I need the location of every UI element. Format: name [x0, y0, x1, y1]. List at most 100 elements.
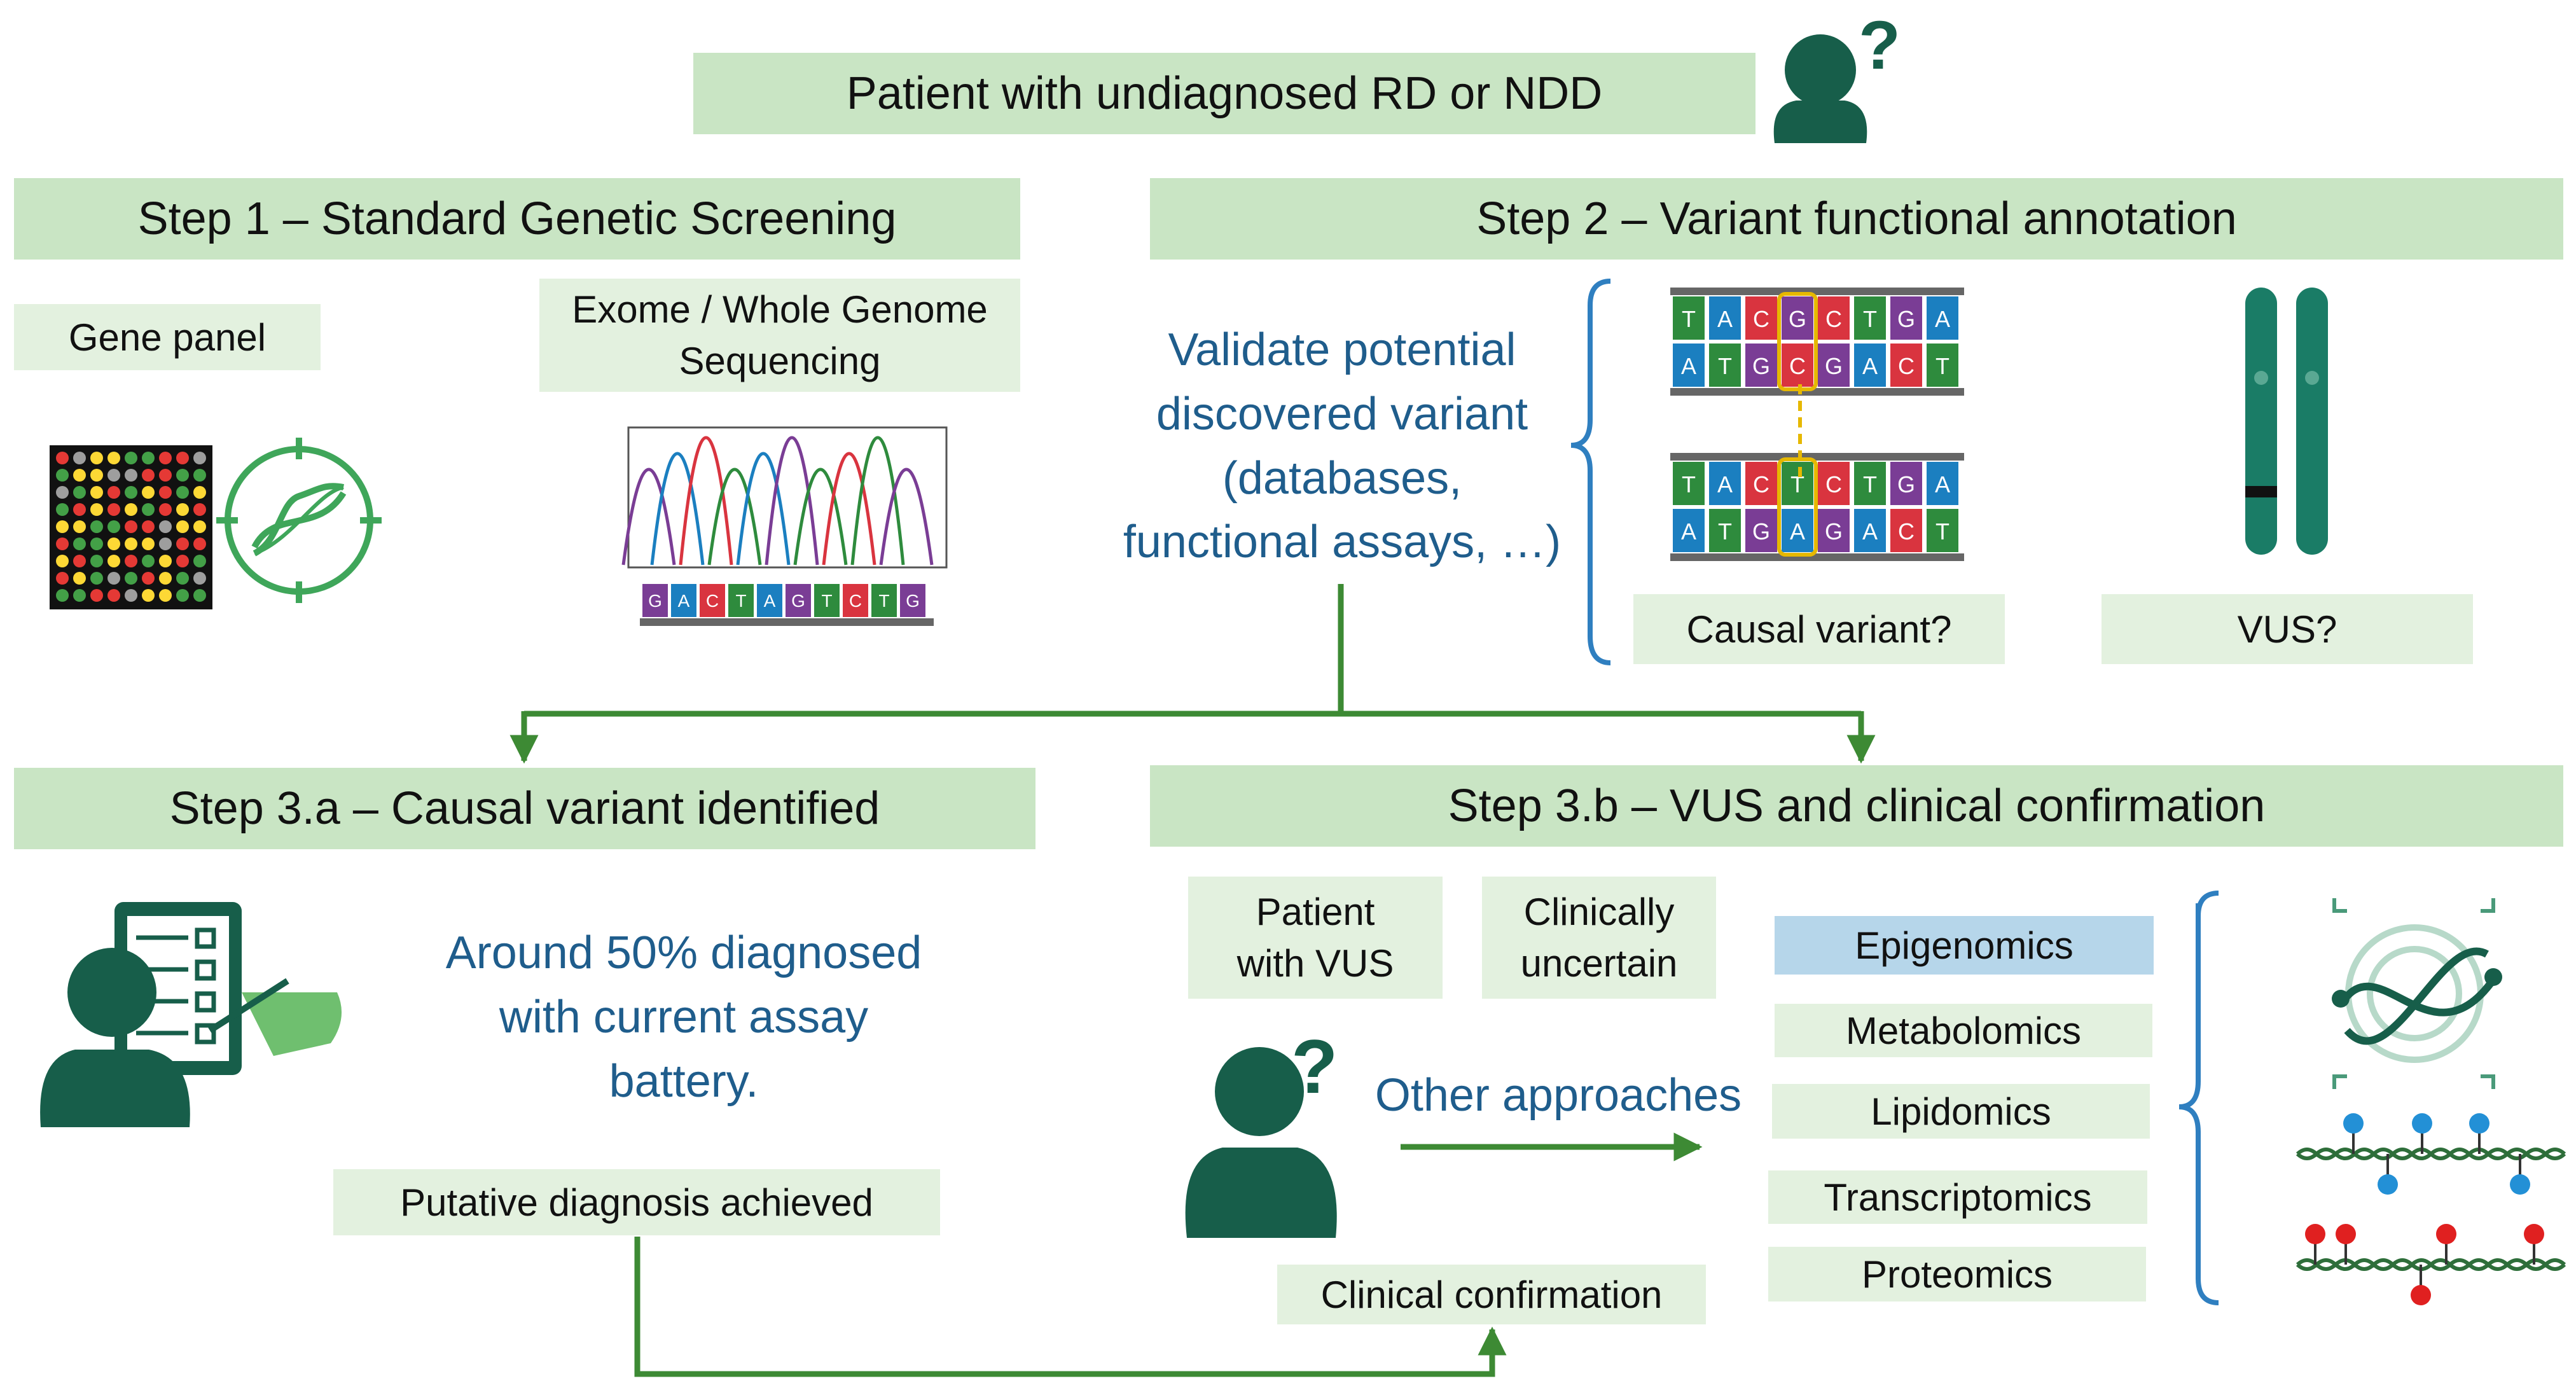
microarray-spot	[193, 520, 206, 533]
variant-highlight	[1777, 457, 1818, 557]
validate-line: discovered variant	[1156, 388, 1528, 440]
split-connector	[509, 584, 1876, 764]
sequence-base-letter: C	[706, 591, 719, 611]
summary-line: battery.	[609, 1055, 759, 1107]
dna-base-bottom	[1745, 344, 1777, 387]
microarray-spot	[90, 452, 103, 464]
dna-base-top	[1782, 462, 1813, 505]
microarray-spot	[90, 572, 103, 585]
dna-base-letter: T	[1682, 471, 1696, 497]
mark-bead	[2524, 1224, 2544, 1244]
svg-text:?: ?	[1859, 6, 1901, 83]
microarray-spot	[193, 555, 206, 567]
dna-base-letter: C	[1898, 518, 1915, 545]
chromatogram-peak	[679, 436, 733, 566]
patient-question-icon: ?	[1773, 6, 1901, 143]
validate-line: Validate potential	[1168, 324, 1516, 375]
dna-base-letter: A	[1681, 518, 1696, 545]
strand-backbone	[1670, 453, 1964, 461]
dna-base-bottom	[1818, 509, 1850, 552]
dna-base-top	[1709, 462, 1741, 505]
dna-base-top	[1890, 462, 1922, 505]
chromatogram-peak	[765, 436, 819, 566]
microarray-spot	[125, 555, 137, 567]
microarray-spot	[193, 589, 206, 602]
microarray-spot	[73, 469, 86, 482]
svg-text:?: ?	[1291, 1024, 1338, 1109]
dna-base-letter: A	[1935, 306, 1950, 332]
chromatogram-peak	[736, 452, 791, 566]
microarray-spot	[73, 452, 86, 464]
patient-vus-icon: ?	[1185, 1024, 1338, 1238]
microarray-spot	[142, 452, 155, 464]
dna-base-bottom	[1745, 509, 1777, 552]
brace-step2	[1570, 279, 1611, 665]
dna-base-top	[1854, 296, 1886, 340]
dna-base-top	[1927, 296, 1958, 340]
confirmation-arrow	[634, 1237, 1507, 1377]
microarray-spot	[176, 589, 189, 602]
step3a-header: Step 3.a – Causal variant identified	[14, 768, 1035, 849]
summary-line: Around 50% diagnosed	[445, 927, 922, 978]
dna-base-top	[1818, 462, 1850, 505]
microarray-spot	[125, 538, 137, 550]
chromatogram-peak	[650, 452, 705, 566]
mark-bead	[2411, 1285, 2431, 1305]
dna-base-letter: T	[1790, 471, 1804, 497]
microarray-spot	[176, 486, 189, 499]
microarray-spot	[56, 452, 69, 464]
sequence-base	[700, 584, 725, 617]
validate-line: functional assays, …)	[1123, 517, 1562, 568]
sequence-base	[728, 584, 754, 617]
microarray-spot	[56, 486, 69, 499]
methylation-strand-icon	[2296, 1113, 2566, 1195]
omics-epigenomics: Epigenomics	[1775, 916, 2154, 975]
sequence-base-letter: T	[821, 591, 832, 611]
dna-base-letter: T	[1718, 518, 1732, 545]
dna-base-letter: C	[1825, 471, 1842, 497]
step2-header: Step 2 – Variant functional annotation	[1150, 178, 2563, 260]
microarray-spot	[90, 589, 103, 602]
microarray-spot	[107, 555, 120, 567]
sequence-base	[757, 584, 782, 617]
clinically-line2: uncertain	[1520, 942, 1678, 985]
microarray-spot	[193, 452, 206, 464]
dna-base-letter: A	[1790, 518, 1805, 545]
chromatogram-peak	[822, 452, 876, 566]
microarray-spot	[125, 486, 137, 499]
microarray-spot	[176, 572, 189, 585]
step3b-header: Step 3.b – VUS and clinical confirmation	[1150, 765, 2563, 847]
microarray-spot	[176, 538, 189, 550]
dna-base-bottom	[1890, 344, 1922, 387]
dna-base-letter: A	[1862, 518, 1878, 545]
sequencing-label-line1: Exome / Whole Genome	[572, 288, 988, 331]
microarray-spot	[73, 589, 86, 602]
dna-base-letter: G	[1897, 471, 1915, 497]
omics-metabolomics: Metabolomics	[1775, 1004, 2152, 1057]
microarray-spot	[125, 572, 137, 585]
microarray-spot	[107, 538, 120, 550]
microarray-spot	[159, 503, 172, 516]
dna-base-letter: C	[1789, 353, 1806, 379]
mark-bead	[2412, 1113, 2432, 1134]
dna-base-letter: A	[1717, 471, 1733, 497]
sequence-base-letter: A	[678, 591, 690, 611]
dna-base-top	[1745, 462, 1777, 505]
sequence-base	[642, 584, 668, 617]
causal-variant-label: Causal variant?	[1633, 594, 2005, 664]
sequence-base-letter: C	[849, 591, 862, 611]
helix-line	[2296, 1261, 2566, 1271]
sequence-base-letter: G	[906, 591, 920, 611]
dna-base-letter: A	[1717, 306, 1733, 332]
dna-base-letter: G	[1897, 306, 1915, 332]
epigenetics-icon	[2332, 898, 2502, 1089]
dna-base-letter: T	[1718, 353, 1732, 379]
microarray-spot	[73, 503, 86, 516]
microarray-spot	[142, 520, 155, 533]
microarray-spot	[56, 469, 69, 482]
sequence-base	[671, 584, 696, 617]
dna-base-letter: C	[1898, 353, 1915, 379]
putative-diagnosis-label: Putative diagnosis achieved	[333, 1169, 940, 1235]
